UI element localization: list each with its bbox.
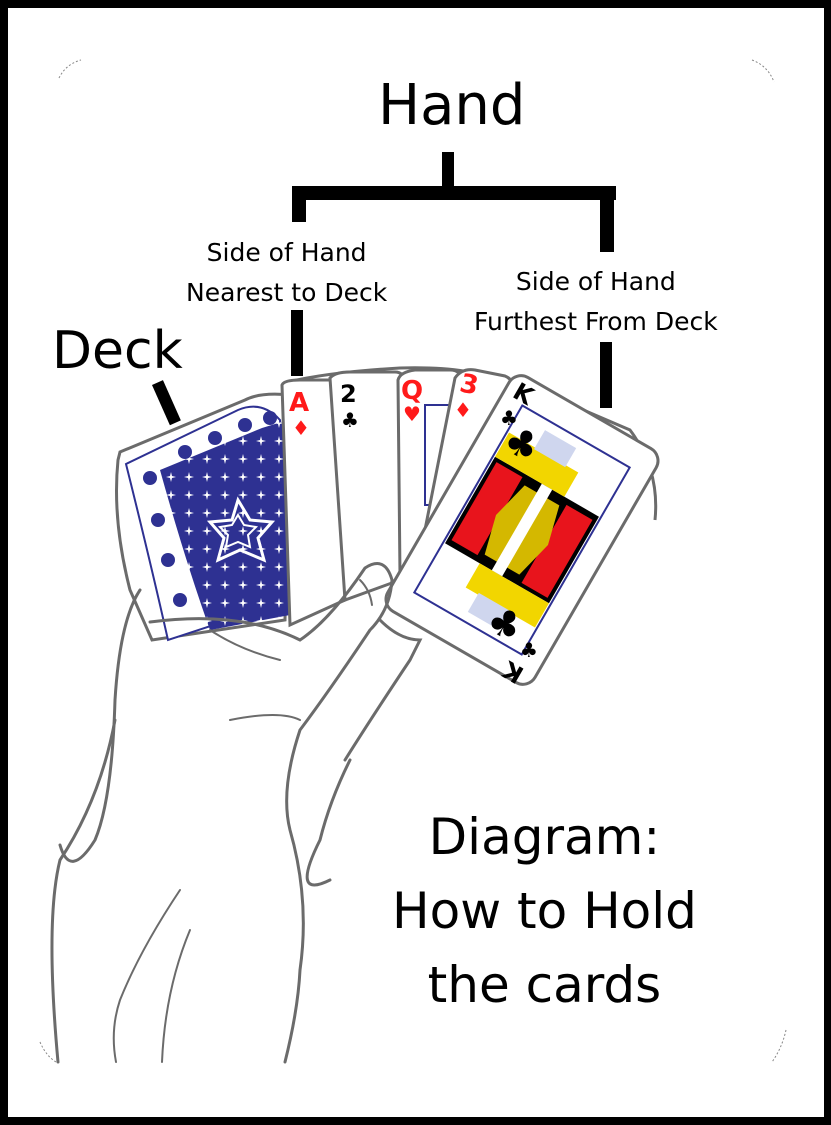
far-side-line-1: Side of Hand bbox=[515, 267, 676, 296]
hand-outline bbox=[50, 562, 423, 1064]
far-side-label: Side of Hand Furthest From Deck bbox=[474, 262, 718, 342]
club-icon: ♣ bbox=[520, 638, 538, 662]
deck-illustration bbox=[115, 392, 292, 642]
corner-arcs bbox=[39, 59, 787, 1063]
near-side-line-1: Side of Hand bbox=[206, 238, 367, 267]
heart-icon: ♥ bbox=[403, 402, 421, 426]
near-side-pointer bbox=[291, 310, 303, 376]
diamond-icon: ♦ bbox=[454, 398, 472, 422]
near-side-line-2: Nearest to Deck bbox=[186, 278, 388, 307]
far-side-pointer bbox=[600, 342, 612, 408]
bracket-right-leg bbox=[600, 186, 614, 252]
diagram-caption: Diagram: How to Hold the cards bbox=[392, 800, 697, 1022]
card-rank-two: 2 bbox=[340, 380, 357, 408]
hand-title: Hand bbox=[378, 73, 526, 138]
deck-label: Deck bbox=[52, 321, 183, 381]
near-side-label: Side of Hand Nearest to Deck bbox=[186, 233, 387, 313]
card-rank-queen: Q bbox=[401, 376, 424, 406]
far-side-line-2: Furthest From Deck bbox=[474, 307, 718, 336]
bracket-top-bar bbox=[292, 186, 616, 200]
diamond-icon: ♦ bbox=[292, 416, 310, 440]
card-rank-ace: A bbox=[289, 388, 310, 418]
club-icon: ♣ bbox=[500, 406, 518, 430]
caption-line-2: How to Hold bbox=[392, 882, 697, 940]
king-of-clubs-card bbox=[384, 374, 660, 686]
bracket-stem bbox=[442, 152, 454, 190]
caption-line-1: Diagram: bbox=[428, 808, 661, 866]
club-icon: ♣ bbox=[341, 408, 359, 432]
bracket-left-leg bbox=[292, 186, 306, 222]
caption-line-3: the cards bbox=[427, 956, 662, 1014]
